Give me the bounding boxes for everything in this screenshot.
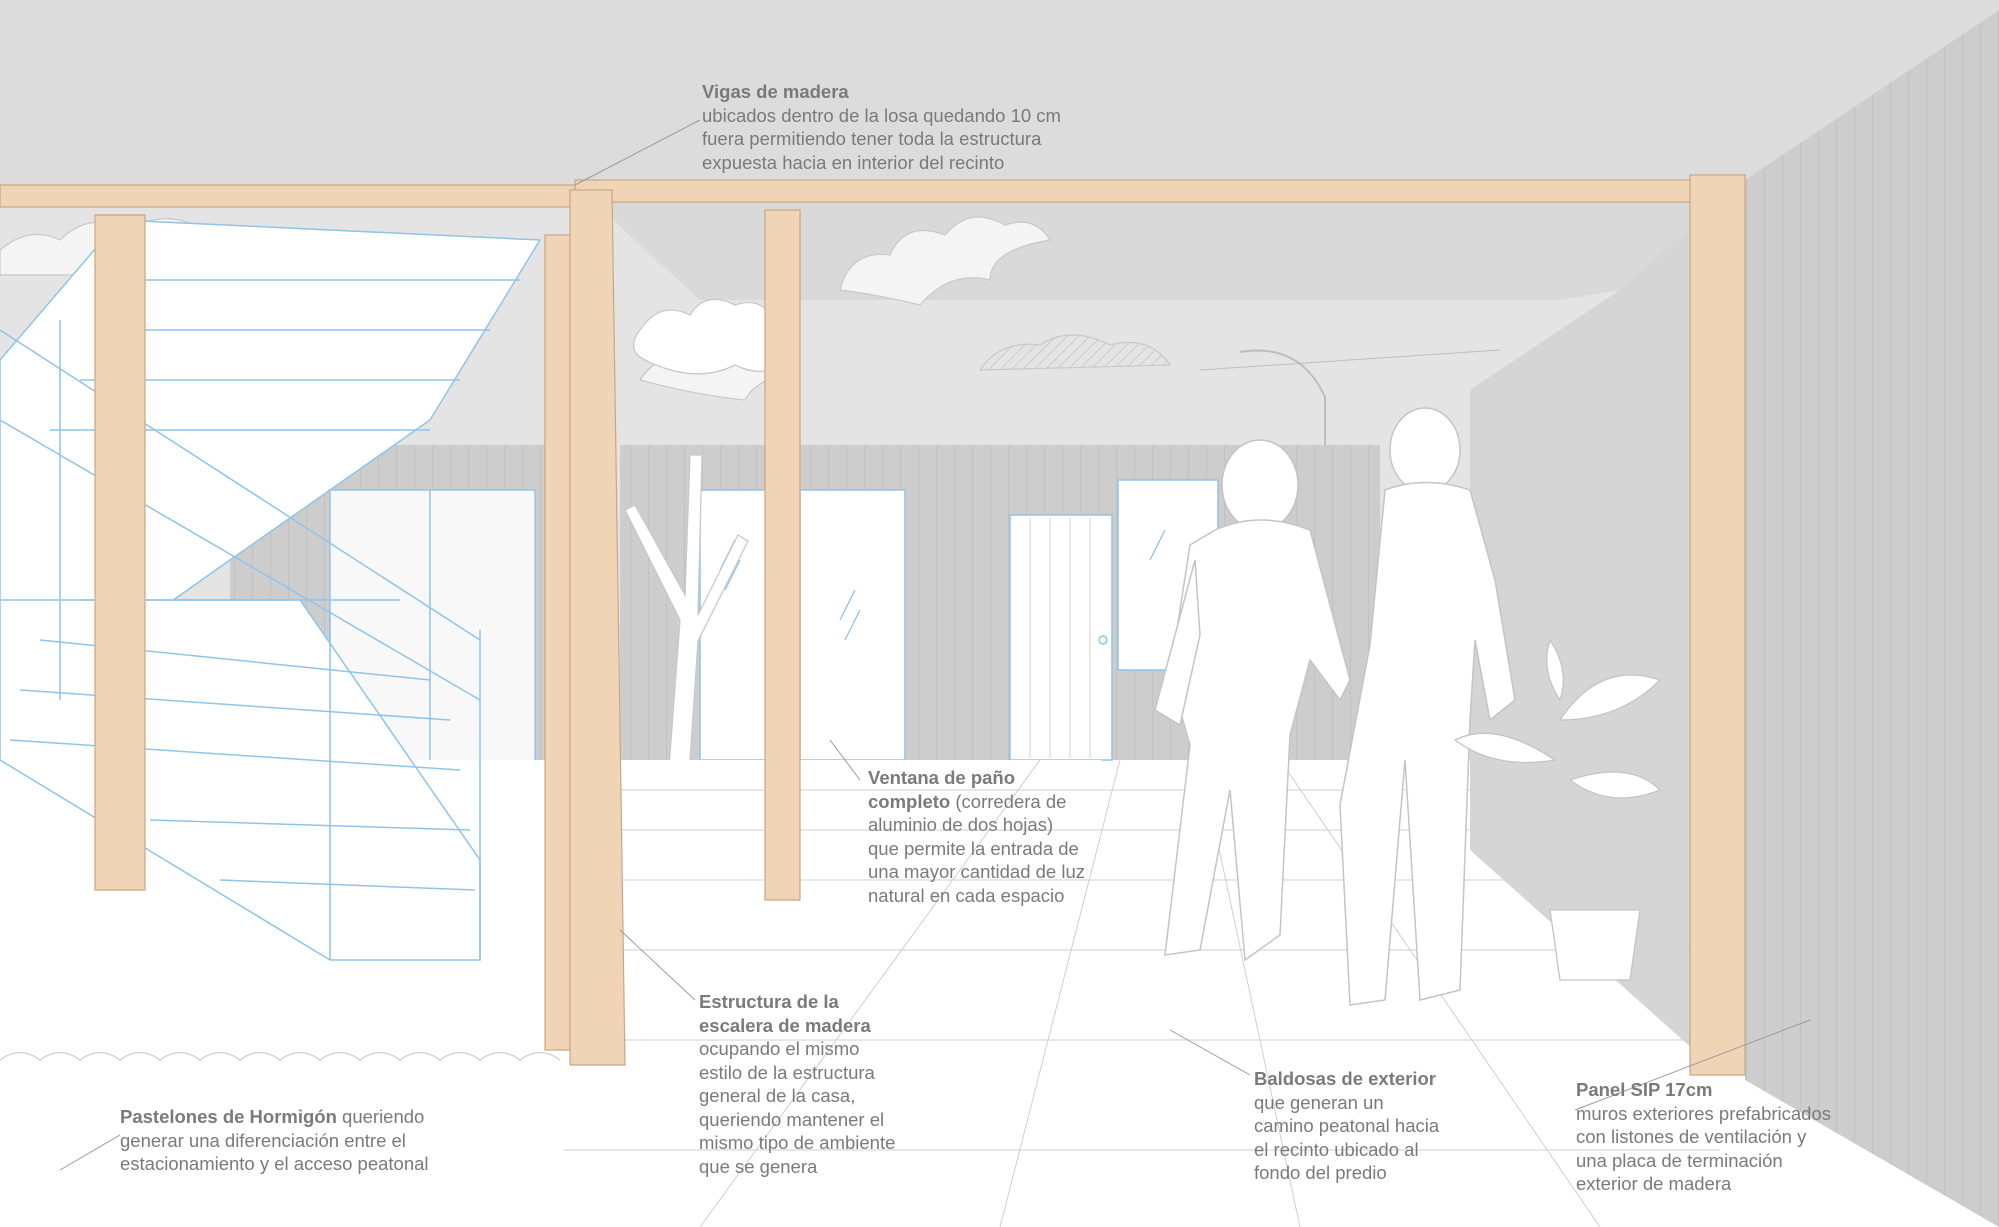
sip-panel-wall bbox=[1745, 10, 1999, 1227]
annotation-ventana-title-1: Ventana de paño bbox=[868, 767, 1016, 788]
annotation-baldosas-line: que generan un bbox=[1254, 1091, 1384, 1113]
annotation-ventana-line: natural en cada espacio bbox=[868, 884, 1065, 906]
annotation-ventana: Ventana de paño completo (corredera de a… bbox=[868, 766, 1085, 907]
annotation-pastelones-title: Pastelones de Hormigón bbox=[120, 1106, 337, 1127]
annotation-vigas: Vigas de madera ubicados dentro de la lo… bbox=[702, 80, 1061, 174]
back-door bbox=[1009, 514, 1113, 761]
wood-post-front bbox=[569, 189, 626, 1066]
annotation-panel-line: con listones de ventilación y bbox=[1576, 1126, 1807, 1147]
wood-post-mid-far bbox=[764, 209, 801, 901]
street-lamp bbox=[1199, 349, 1501, 477]
tree bbox=[624, 298, 797, 822]
wood-post-front-left bbox=[544, 234, 571, 1051]
annotation-ventana-line: una mayor cantidad de luz bbox=[868, 861, 1085, 882]
annotation-baldosas-line: camino peatonal hacia bbox=[1254, 1115, 1440, 1136]
wood-post-right bbox=[1689, 174, 1746, 1076]
annotation-panel-line: exterior de madera bbox=[1576, 1173, 1732, 1194]
annotation-vigas-line: expuesta hacia en interior del recinto bbox=[702, 151, 1005, 173]
annotation-panel-title: Panel SIP 17cm bbox=[1576, 1079, 1713, 1100]
annotation-escalera-line: general de la casa, bbox=[699, 1085, 856, 1106]
annotation-escalera-line: estilo de la estructura bbox=[699, 1061, 875, 1083]
annotation-baldosas-line: fondo del predio bbox=[1254, 1162, 1387, 1183]
annotation-ventana-title-2: completo bbox=[868, 790, 951, 812]
annotation-ventana-line: aluminio de dos hojas) bbox=[868, 814, 1054, 835]
people-walking bbox=[1154, 407, 1516, 1006]
annotation-escalera-line: mismo tipo de ambiente bbox=[699, 1132, 896, 1153]
annotation-escalera-line: que se genera bbox=[699, 1155, 818, 1177]
ceiling-slab bbox=[0, 0, 1999, 192]
annotation-vigas-line: ubicados dentro de la losa quedando 10 c… bbox=[702, 104, 1061, 126]
annotation-vigas-title: Vigas de madera bbox=[702, 81, 849, 102]
leader-lines bbox=[59, 119, 1811, 1171]
window-glints bbox=[719, 529, 1166, 641]
annotation-escalera: Estructura de la escalera de madera ocup… bbox=[699, 990, 895, 1178]
annotation-escalera-line: queriendo mantener el bbox=[699, 1108, 885, 1130]
wood-post-left-far bbox=[94, 214, 146, 891]
annotation-escalera-line: ocupando el mismo bbox=[699, 1038, 860, 1059]
annotation-panel-line: una placa de terminación bbox=[1576, 1149, 1783, 1171]
annotation-ventana-line: que permite la entrada de bbox=[868, 837, 1079, 859]
annotation-pastelones-line: estacionamiento y el acceso peatonal bbox=[120, 1153, 429, 1174]
inner-right-wall bbox=[1470, 215, 1705, 1060]
annotation-escalera-title-2: escalera de madera bbox=[699, 1014, 871, 1036]
wooden-structure bbox=[0, 174, 1746, 1076]
annotation-baldosas-line: el recinto ubicado al bbox=[1254, 1138, 1419, 1160]
potted-plant bbox=[1453, 638, 1662, 981]
wood-beam-right bbox=[574, 179, 1746, 203]
annotation-baldosas: Baldosas de exterior que generan un cami… bbox=[1254, 1067, 1439, 1185]
annotation-baldosas-title: Baldosas de exterior bbox=[1254, 1068, 1436, 1089]
annotation-ventana-text: (corredera de bbox=[950, 790, 1067, 812]
annotation-escalera-title-1: Estructura de la bbox=[699, 991, 839, 1012]
annotation-vigas-line: fuera permitiendo tener toda la estructu… bbox=[702, 128, 1042, 149]
annotation-pastelones-line: generar una diferenciación entre el bbox=[120, 1129, 406, 1151]
annotation-pastelones: Pastelones de Hormigón queriendo generar… bbox=[120, 1105, 429, 1176]
annotation-panel: Panel SIP 17cm muros exteriores prefabri… bbox=[1576, 1078, 1831, 1196]
annotation-panel-line: muros exteriores prefabricados bbox=[1576, 1102, 1831, 1124]
annotation-pastelones-text: queriendo bbox=[336, 1106, 425, 1127]
grass-edge bbox=[0, 1051, 561, 1061]
wood-beam-left bbox=[0, 184, 576, 208]
